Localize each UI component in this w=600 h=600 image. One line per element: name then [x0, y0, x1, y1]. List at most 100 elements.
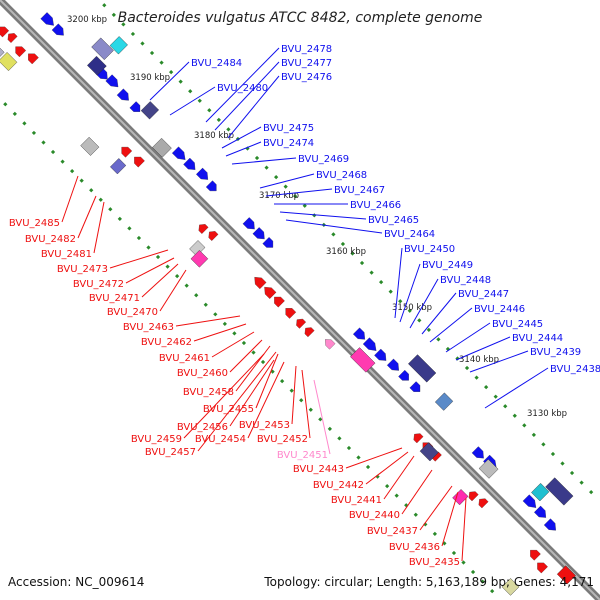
reverse-gene-label-leader: [125, 257, 175, 284]
tick-mark-upper: [464, 365, 470, 371]
forward-gene-label: BVU_2465: [368, 215, 419, 226]
reverse-gene-label-leader: [77, 195, 97, 239]
reverse-gene-arrow: [121, 146, 133, 158]
forward-gene-arrow: [534, 505, 547, 518]
forward-gene-label: BVU_2484: [191, 58, 242, 69]
tick-mark-upper: [589, 490, 594, 495]
reverse-gene-label-leader: [159, 269, 187, 312]
tick-mark-upper: [264, 165, 269, 170]
tick-mark-lower: [22, 121, 27, 126]
tick-label-kbp: 3140 kbp: [459, 355, 499, 365]
forward-gene-label: BVU_2476: [281, 72, 332, 83]
reverse-gene-arrow: [413, 433, 424, 444]
tick-mark-lower: [175, 274, 180, 279]
reverse-gene-label-leader: [141, 263, 179, 298]
forward-gene-label-leader: [169, 86, 216, 116]
reverse-gene-label: BVU_2472: [73, 279, 124, 290]
tick-mark-upper: [188, 89, 193, 94]
forward-gene-arrow: [471, 446, 484, 459]
tick-mark-upper: [484, 385, 489, 390]
tick-mark-lower: [280, 379, 285, 384]
tick-mark-upper: [560, 461, 565, 466]
reverse-gene-label: BVU_2453: [239, 420, 290, 431]
forward-gene-arrow: [522, 494, 537, 508]
tick-mark-lower: [136, 235, 142, 241]
forward-gene-label: BVU_2444: [512, 333, 563, 344]
forward-gene-label: BVU_2445: [492, 319, 543, 330]
tick-mark-upper: [302, 203, 307, 208]
forward-gene-arrow: [105, 74, 119, 88]
reverse-gene-label: BVU_2456: [177, 422, 228, 433]
tick-mark-lower: [337, 436, 342, 441]
reverse-gene-arrow: [296, 318, 307, 329]
tick-mark-lower: [241, 340, 247, 346]
reverse-gene-block: [110, 158, 127, 175]
reverse-gene-arrow: [198, 224, 209, 234]
forward-gene-arrow: [374, 348, 387, 361]
tick-mark-lower: [451, 550, 457, 556]
reverse-gene-label: BVU_2463: [123, 322, 174, 333]
map-title: Bacteroides vulgatus ATCC 8482, complete…: [117, 10, 483, 26]
reverse-gene-arrow: [274, 296, 285, 308]
tick-mark-lower: [203, 302, 208, 307]
reverse-gene-label: BVU_2481: [41, 249, 92, 260]
reverse-gene-label: BVU_2485: [9, 218, 60, 229]
forward-gene-label-leader: [221, 126, 262, 149]
tick-mark-upper: [407, 308, 412, 313]
reverse-gene-label-leader: [441, 491, 459, 547]
forward-gene-arrow: [362, 337, 377, 351]
reverse-gene-label-leader: [229, 339, 263, 373]
forward-gene-block: [478, 458, 499, 479]
reverse-gene-label: BVU_2437: [367, 526, 418, 537]
pseudogene-arrow: [325, 339, 336, 350]
reverse-gene-label: BVU_2470: [107, 307, 158, 318]
reverse-gene-block: [419, 442, 439, 462]
forward-gene-label: BVU_2447: [458, 289, 509, 300]
forward-gene-arrow: [242, 217, 255, 230]
forward-gene-label: BVU_2446: [474, 304, 525, 315]
forward-gene-arrow: [386, 358, 399, 371]
reverse-gene-label-leader: [419, 485, 453, 531]
tick-mark-upper: [388, 289, 393, 294]
forward-gene-arrow: [183, 157, 196, 170]
tick-mark-lower: [31, 130, 37, 136]
tick-mark-lower: [480, 579, 485, 584]
reverse-gene-label-leader: [193, 323, 247, 342]
reverse-gene-block: [501, 578, 520, 596]
tick-mark-upper: [159, 60, 164, 65]
forward-gene-arrow: [252, 227, 265, 240]
forward-gene-block: [109, 36, 128, 55]
tick-mark-upper: [254, 155, 260, 161]
tick-mark-lower: [70, 168, 75, 174]
tick-mark-upper: [522, 423, 527, 428]
reverse-gene-label: BVU_2455: [203, 404, 254, 415]
forward-gene-label-leader: [259, 173, 315, 189]
reverse-gene-label-leader: [383, 455, 415, 500]
forward-gene-label: BVU_2438: [550, 364, 600, 375]
tick-label-kbp: 3180 kbp: [194, 131, 234, 141]
forward-gene-label: BVU_2480: [217, 83, 268, 94]
reverse-gene-label-leader: [255, 353, 279, 409]
reverse-gene-label: BVU_2452: [257, 434, 308, 445]
reverse-gene-arrow: [530, 549, 541, 561]
reverse-gene-label-leader: [301, 369, 311, 439]
reverse-gene-label-leader: [175, 315, 241, 327]
reverse-gene-label: BVU_2460: [177, 368, 228, 379]
forward-gene-label: BVU_2478: [281, 44, 332, 55]
reverse-gene-label: BVU_2458: [183, 387, 234, 398]
reverse-gene-arrow: [28, 53, 39, 65]
forward-gene-label: BVU_2450: [404, 244, 455, 255]
reverse-gene-label: BVU_2443: [293, 464, 344, 475]
forward-gene-label-leader: [445, 322, 491, 353]
reverse-gene-label: BVU_2435: [409, 557, 460, 568]
tick-mark-lower: [232, 331, 237, 336]
forward-gene-arrow: [205, 180, 217, 192]
forward-gene-label-leader: [484, 367, 549, 409]
forward-gene-arrow: [40, 12, 54, 26]
reverse-gene-block: [0, 47, 5, 57]
tick-mark-lower: [461, 560, 466, 565]
forward-gene-label: BVU_2449: [422, 260, 473, 271]
tick-mark-upper: [569, 470, 575, 476]
tick-mark-lower: [432, 531, 437, 536]
forward-gene-arrow: [129, 101, 141, 112]
